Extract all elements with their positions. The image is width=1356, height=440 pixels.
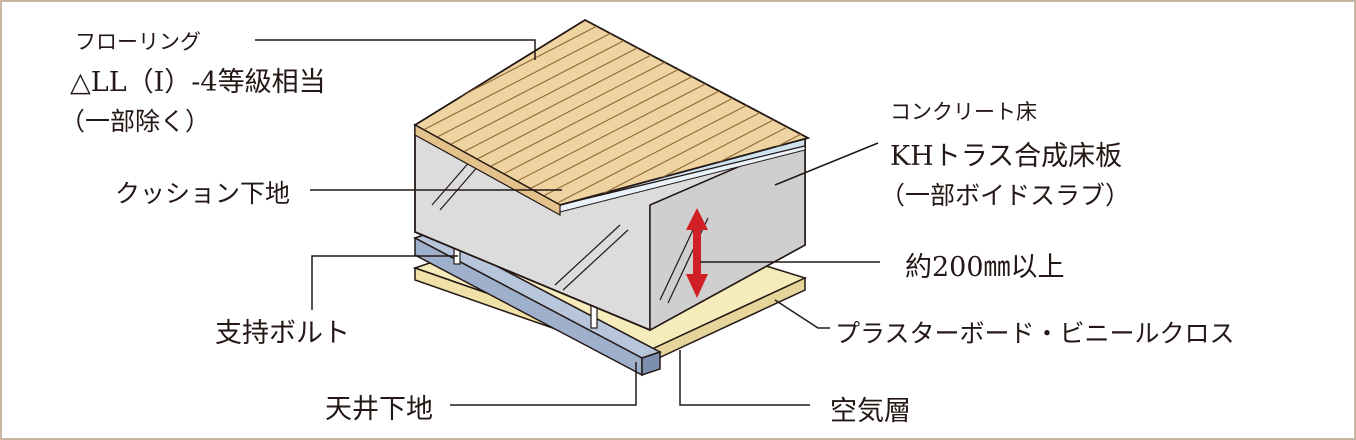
flooring-layer xyxy=(413,18,811,217)
leader-lines xyxy=(255,39,880,406)
support-bolt-label: 支持ボルト xyxy=(215,318,350,349)
flooring-note: （一部除く） xyxy=(60,107,211,136)
flooring-grade: △LL（I）-4等級相当 xyxy=(70,67,326,98)
thickness-arrow xyxy=(686,208,708,298)
plasterboard-label: プラスターボード・ビニールクロス xyxy=(835,319,1235,348)
ceiling-joist xyxy=(413,231,662,377)
flooring-title: フローリング xyxy=(75,30,201,54)
air-layer-label: 空気層 xyxy=(830,396,911,427)
concrete-note: （一部ボイドスラブ） xyxy=(880,181,1131,210)
concrete-name: KHトラス合成床板 xyxy=(890,141,1123,172)
thickness-label: 約200㎜以上 xyxy=(905,252,1065,283)
concrete-title: コンクリート床 xyxy=(890,100,1037,124)
ceiling-base-label: 天井下地 xyxy=(325,394,433,425)
cushion-label: クッション下地 xyxy=(115,179,291,208)
